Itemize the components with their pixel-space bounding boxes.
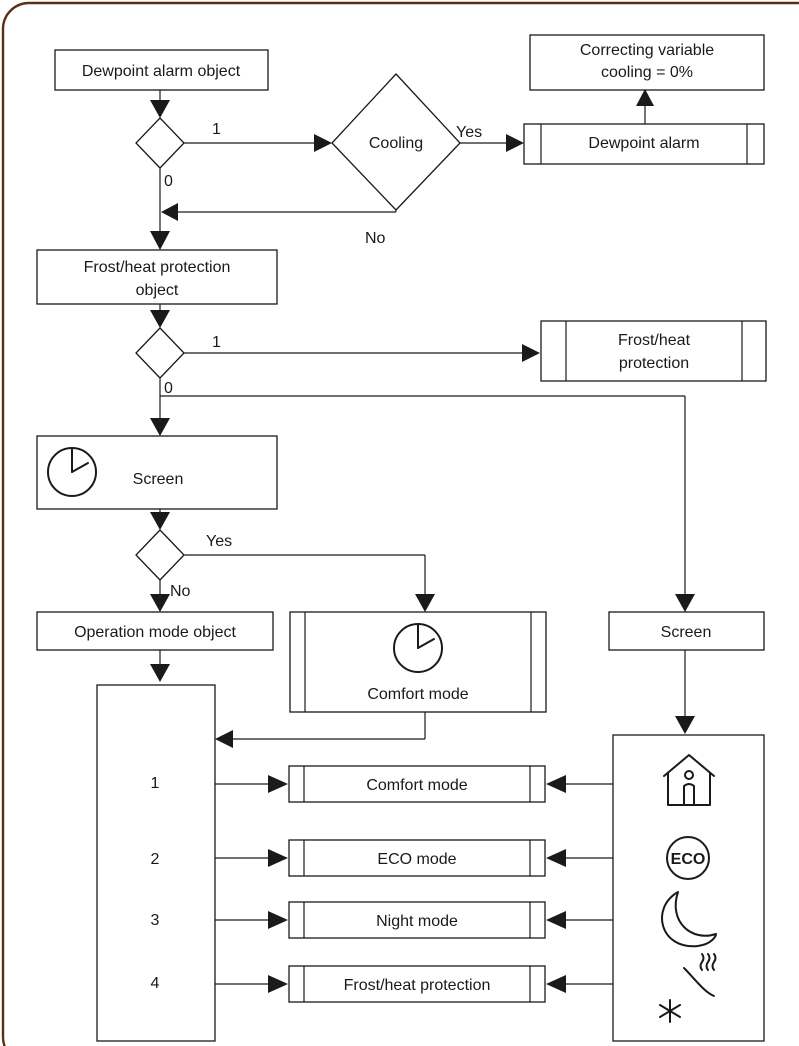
mode-box-night: Night mode [288,901,546,939]
cooling-label: Cooling [369,135,423,152]
edge-label-d2-one: 1 [212,334,221,351]
operation-mode-object-label: Operation mode object [74,624,236,641]
edge-label-d3-no: No [170,583,191,600]
dewpoint-alarm-box [523,123,765,165]
edge-label-d3-yes: Yes [206,533,232,550]
mode-night-label: Night mode [376,913,458,930]
dewpoint-alarm-label: Dewpoint alarm [588,135,699,152]
frost-heat-protection-box [540,320,767,382]
dewpoint-alarm-object-box [54,49,269,91]
frost-heat-icon [659,953,717,1023]
comfort-mode-top-label: Comfort mode [367,686,468,703]
mode-box-eco: ECO mode [288,839,546,877]
screen-box-right [608,611,765,651]
correcting-variable-label-1: Correcting variable [580,42,714,59]
correcting-variable-label-2: cooling = 0% [601,64,693,81]
frost-heat-object-label-2: object [136,282,179,299]
screen-icons-block [612,734,765,1042]
edge-label-d2-zero: 0 [164,380,173,397]
frost-heat-protection-label-1: Frost/heat [618,332,691,349]
frost-heat-object-label-1: Frost/heat protection [84,259,231,276]
home-presence-icon [663,754,715,806]
frost-heat-protection-label-2: protection [619,355,689,372]
dewpoint-alarm-object-label: Dewpoint alarm object [82,63,241,80]
edge-label-cooling-no: No [365,230,386,247]
eco-icon-label: ECO [671,851,706,868]
correcting-variable-box [529,34,765,91]
edge-label-d1-one: 1 [212,121,221,138]
edge-label-cooling-yes: Yes [456,124,482,141]
clock-icon [393,623,443,673]
screen-right-label: Screen [661,624,712,641]
mode-comfort-label: Comfort mode [366,777,467,794]
decision-diamond-screen [135,529,185,581]
screen-top-label: Screen [133,471,184,488]
clock-icon [47,447,97,497]
mode-number: 3 [151,912,160,929]
mode-number: 2 [151,851,160,868]
mode-eco-label: ECO mode [377,851,456,868]
decision-diamond-frost [135,327,185,379]
frost-heat-object-box [36,249,278,305]
mode-number: 4 [151,975,160,992]
edge-label-d1-zero: 0 [164,173,173,190]
eco-icon: ECO [666,836,710,880]
mode-frost-label: Frost/heat protection [344,977,491,994]
moon-icon [661,891,717,948]
mode-box-comfort: Comfort mode [288,765,546,803]
mode-box-frost: Frost/heat protection [288,965,546,1003]
decision-diamond-dewpoint [135,117,185,169]
mode-number: 1 [151,775,160,792]
operation-mode-object-box [36,611,274,651]
operation-mode-selector-block [96,684,216,1042]
